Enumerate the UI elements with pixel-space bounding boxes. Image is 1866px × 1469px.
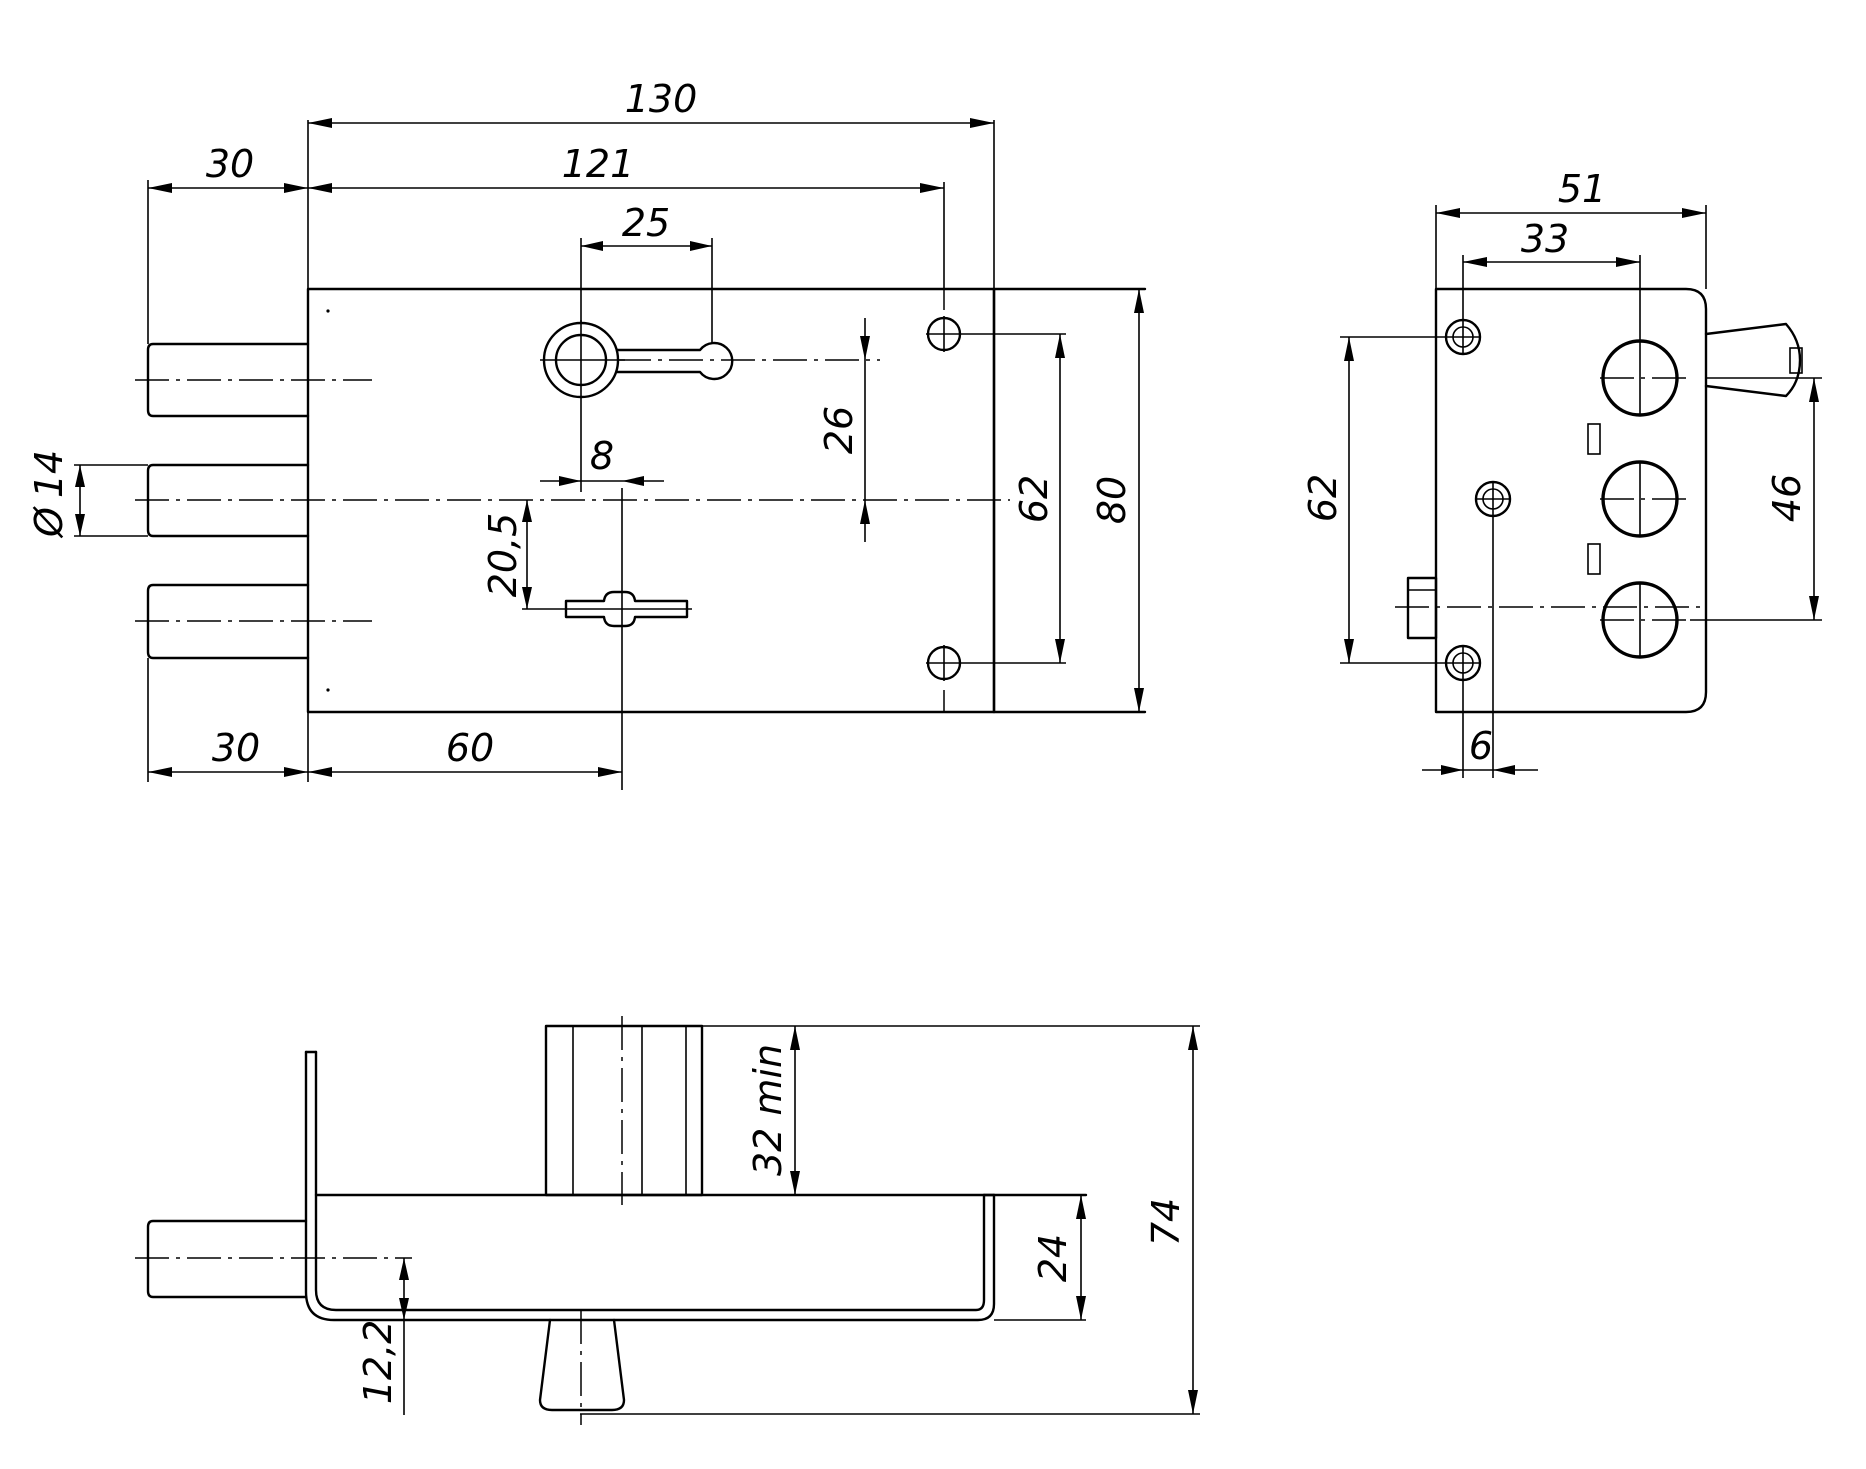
front-view: 130 121 30 25 26 <box>27 77 1147 790</box>
dim-overall-depth-bottom: 74 <box>1144 1198 1188 1246</box>
screw-hole-bottom <box>926 645 962 681</box>
slot-lower <box>1587 543 1601 575</box>
dim-screw-spacing-front: 62 <box>1012 475 1056 523</box>
side-projection <box>1406 576 1438 640</box>
dim-screw-offset: 6 <box>1469 724 1493 768</box>
handle-slot <box>615 341 734 381</box>
side-case <box>1434 287 1708 714</box>
side-screw-middle <box>1474 480 1512 518</box>
bottom-knob <box>538 1318 626 1412</box>
bolt-round-bottom <box>1600 581 1690 659</box>
dim-screw-spacing-side: 62 <box>1301 474 1345 522</box>
dim-handle-slot: 25 <box>622 201 670 245</box>
front-dimensions: 130 121 30 25 26 <box>27 77 1144 782</box>
side-dimensions: 51 33 62 46 <box>1301 167 1822 778</box>
side-screw-bottom <box>1444 644 1482 682</box>
dim-side-depth: 51 <box>1558 167 1606 211</box>
dim-hole-to-bolt-axis: 33 <box>1521 217 1569 261</box>
dim-overall-width: 130 <box>625 77 698 121</box>
keyhole <box>522 488 692 790</box>
follower-knob <box>1704 322 1802 398</box>
dim-keyhole-offset-v: 20,5 <box>481 513 525 598</box>
dim-door-thickness-min: 32 min <box>746 1044 790 1176</box>
dim-key-offset-h: 8 <box>590 434 614 478</box>
dim-overall-height: 80 <box>1090 476 1134 524</box>
bottom-faceplate <box>304 1050 996 1322</box>
dim-hole-span: 121 <box>562 142 635 186</box>
faceplate-inner <box>314 1050 986 1312</box>
bottom-view: 32 min 24 74 12,2 <box>135 1016 1200 1425</box>
side-view: 51 33 62 46 <box>1301 167 1822 778</box>
dim-bolt-diameter: 14 <box>27 450 71 498</box>
bolt-round-middle <box>1600 460 1690 538</box>
bolt-round-top <box>1600 339 1690 417</box>
dim-handle-to-bolt: 26 <box>817 406 861 454</box>
bottom-bolt <box>146 1219 308 1299</box>
dim-bolt-projection-top: 30 <box>206 142 254 186</box>
dim-bolt-axis-height: 12,2 <box>356 1320 400 1405</box>
dim-bolt-projection-bottom: 30 <box>212 726 260 770</box>
slot-upper <box>1587 423 1601 455</box>
bottom-dimensions: 32 min 24 74 12,2 <box>356 1026 1198 1415</box>
side-screw-top <box>1444 318 1482 356</box>
dim-backset: 60 <box>446 726 494 770</box>
cylinder-block <box>544 1024 704 1197</box>
diameter-symbol: Ø <box>27 506 71 539</box>
corner-mark <box>326 688 330 692</box>
corner-mark <box>326 309 330 313</box>
dim-bolt-spacing: 46 <box>1765 474 1809 522</box>
dim-case-depth: 24 <box>1031 1234 1075 1282</box>
follower-tip <box>1789 347 1803 374</box>
screw-hole-top <box>926 316 962 352</box>
